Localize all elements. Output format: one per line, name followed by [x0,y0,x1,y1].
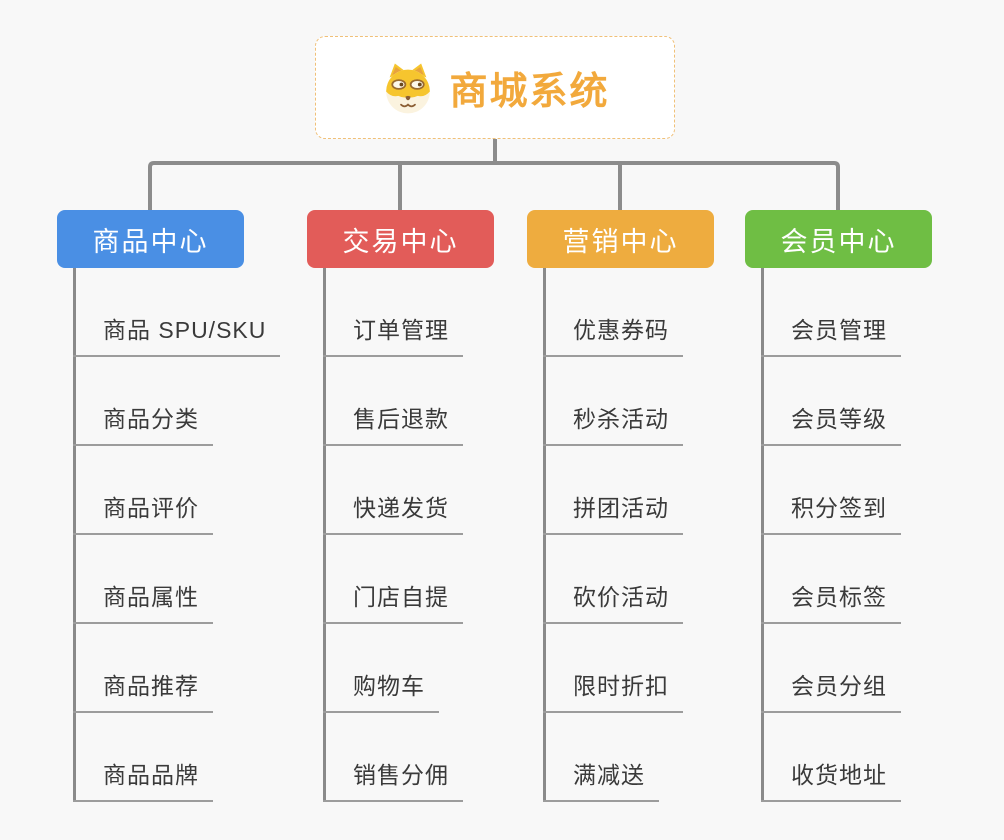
dog-face-icon [386,63,431,113]
branch-bus-line [148,161,840,210]
leaf-node[interactable]: 会员管理 [761,315,901,357]
leaf-node[interactable]: 快递发货 [323,493,463,535]
leaf-node[interactable]: 购物车 [323,671,439,713]
root-title: 商城系统 [449,71,610,113]
branch-children-column: 会员管理会员等级积分签到会员标签会员分组收货地址 [761,268,1001,802]
leaf-node[interactable]: 商品推荐 [73,671,213,713]
leaf-node[interactable]: 会员标签 [761,582,901,624]
leaf-node[interactable]: 商品 SPU/SKU [73,315,281,357]
leaf-node[interactable]: 会员等级 [761,404,901,446]
leaf-node[interactable]: 销售分佣 [323,760,463,802]
branch-node[interactable]: 交易中心 [307,210,494,268]
branch-children-column: 优惠券码秒杀活动拼团活动砍价活动限时折扣满减送 [543,268,783,802]
leaf-node[interactable]: 订单管理 [323,315,463,357]
leaf-node[interactable]: 商品品牌 [73,760,213,802]
leaf-node[interactable]: 商品属性 [73,582,213,624]
branch-label: 营销中心 [562,226,679,257]
leaf-node[interactable]: 收货地址 [761,760,901,802]
leaf-node[interactable]: 售后退款 [323,404,463,446]
branch-node[interactable]: 商品中心 [57,210,244,268]
leaf-node[interactable]: 砍价活动 [543,582,683,624]
leaf-node[interactable]: 优惠券码 [543,315,683,357]
branch-children-column: 商品 SPU/SKU 商品分类商品评价商品属性商品推荐商品品牌 [73,268,313,802]
root-node[interactable]: 商城系统 [315,36,675,139]
leaf-node[interactable]: 商品分类 [73,404,213,446]
leaf-node[interactable]: 拼团活动 [543,493,683,535]
leaf-node[interactable]: 积分签到 [761,493,901,535]
branch-children-column: 订单管理售后退款快递发货门店自提购物车销售分佣 [323,268,563,802]
branch-node[interactable]: 会员中心 [745,210,932,268]
leaf-node[interactable]: 商品评价 [73,493,213,535]
leaf-node[interactable]: 门店自提 [323,582,463,624]
leaf-node[interactable]: 限时折扣 [543,671,683,713]
leaf-node[interactable]: 会员分组 [761,671,901,713]
branch-label: 会员中心 [780,226,897,257]
leaf-node[interactable]: 满减送 [543,760,659,802]
leaf-node[interactable]: 秒杀活动 [543,404,683,446]
branch-node[interactable]: 营销中心 [527,210,714,268]
branch-label: 商品中心 [92,226,209,257]
branch-label: 交易中心 [342,226,459,257]
